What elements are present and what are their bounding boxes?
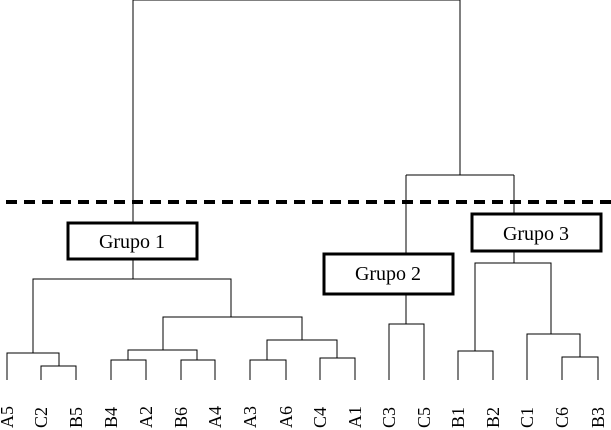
branch-grupo1-root bbox=[32, 278, 232, 353]
leaf-label: C5 bbox=[414, 407, 434, 428]
leaf-label: A6 bbox=[276, 406, 296, 428]
branch-c2-b5 bbox=[40, 365, 77, 380]
group-label-2: Grupo 2 bbox=[355, 263, 421, 285]
dendrogram-branches bbox=[6, 0, 599, 380]
leaf-label: A5 bbox=[0, 406, 17, 428]
branch-b4-a2 bbox=[110, 359, 147, 380]
branch-grupo3-root bbox=[474, 262, 552, 351]
leaf-label: B3 bbox=[588, 407, 608, 428]
leaf-label: A1 bbox=[345, 406, 365, 428]
leaf-label: C1 bbox=[517, 407, 537, 428]
leaf-labels: A5 C2 B5 B4 A2 B6 A4 A3 A6 C4 A1 C3 C5 B… bbox=[0, 406, 608, 428]
group-box-1: Grupo 1 bbox=[66, 221, 199, 261]
leaf-label: A3 bbox=[240, 406, 260, 428]
group-box-3: Grupo 3 bbox=[470, 212, 603, 253]
branch-a3a6-c4a1 bbox=[266, 339, 338, 360]
branch-c4-a1 bbox=[319, 357, 356, 380]
leaf-label: A2 bbox=[136, 406, 156, 428]
leaf-label: C6 bbox=[552, 407, 572, 428]
branch-b6-a4 bbox=[180, 359, 216, 380]
leaf-label: B2 bbox=[483, 407, 503, 428]
group-box-2: Grupo 2 bbox=[322, 252, 455, 296]
branch-b4a2-b6a4 bbox=[127, 349, 198, 360]
leaf-label: B4 bbox=[101, 407, 121, 428]
branch-b1-b2 bbox=[457, 350, 494, 380]
leaf-label: A4 bbox=[205, 406, 225, 428]
branch-b-a-cluster bbox=[162, 316, 303, 350]
branch-c6-b3 bbox=[561, 356, 599, 380]
leaf-label: B5 bbox=[66, 407, 86, 428]
leaf-label: C3 bbox=[379, 407, 399, 428]
leaf-label: B6 bbox=[171, 407, 191, 428]
leaf-label: B1 bbox=[448, 407, 468, 428]
branch-c1-c6b3 bbox=[526, 333, 581, 380]
group-label-1: Grupo 1 bbox=[99, 231, 165, 253]
leaf-label: C2 bbox=[31, 407, 51, 428]
branch-a3-a6 bbox=[249, 359, 287, 380]
leaf-label: C4 bbox=[310, 407, 330, 428]
group-label-3: Grupo 3 bbox=[503, 223, 569, 245]
branch-c3-c5 bbox=[388, 323, 425, 380]
